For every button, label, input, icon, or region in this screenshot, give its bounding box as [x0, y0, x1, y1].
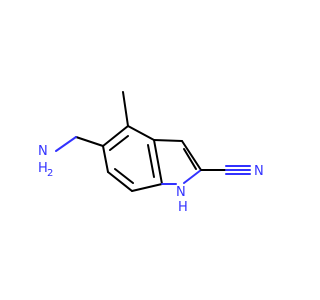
- bond-c5-ch2: [75, 136, 104, 147]
- ring-h-label: H: [178, 200, 188, 215]
- bond-c3a-c4: [127, 125, 155, 141]
- nitrile-n-label: N: [254, 164, 264, 179]
- bond-c3-c2-inner: [183, 148, 197, 170]
- amine-h-count-label: 2: [47, 168, 53, 179]
- bond-c4-c5: [102, 125, 129, 147]
- bond-c7-c7a: [131, 183, 163, 192]
- molecule-structure: N H 2 N H N: [38, 91, 264, 215]
- amine-h-label: H: [38, 161, 48, 176]
- amine-n-label: N: [38, 144, 48, 159]
- bond-c7a-c3a-inner: [147, 144, 155, 178]
- atom-labels: N H 2 N H N: [38, 144, 264, 215]
- bond-c7a-c3a: [153, 139, 163, 185]
- bond-c5-c6: [102, 145, 109, 173]
- bond-c4-methyl: [122, 91, 129, 127]
- bond-c6-c7-inner: [114, 168, 134, 184]
- bond-c4-c5-inner: [109, 135, 129, 151]
- bond-c6-c7: [107, 171, 133, 192]
- ring-n-label: N: [176, 185, 186, 200]
- bond-c2-n1: [183, 169, 202, 184]
- bond-ch2-n: [55, 136, 77, 152]
- bond-c3-c2: [181, 140, 202, 171]
- bond-c3a-c3: [153, 139, 183, 142]
- bonds: [55, 91, 251, 192]
